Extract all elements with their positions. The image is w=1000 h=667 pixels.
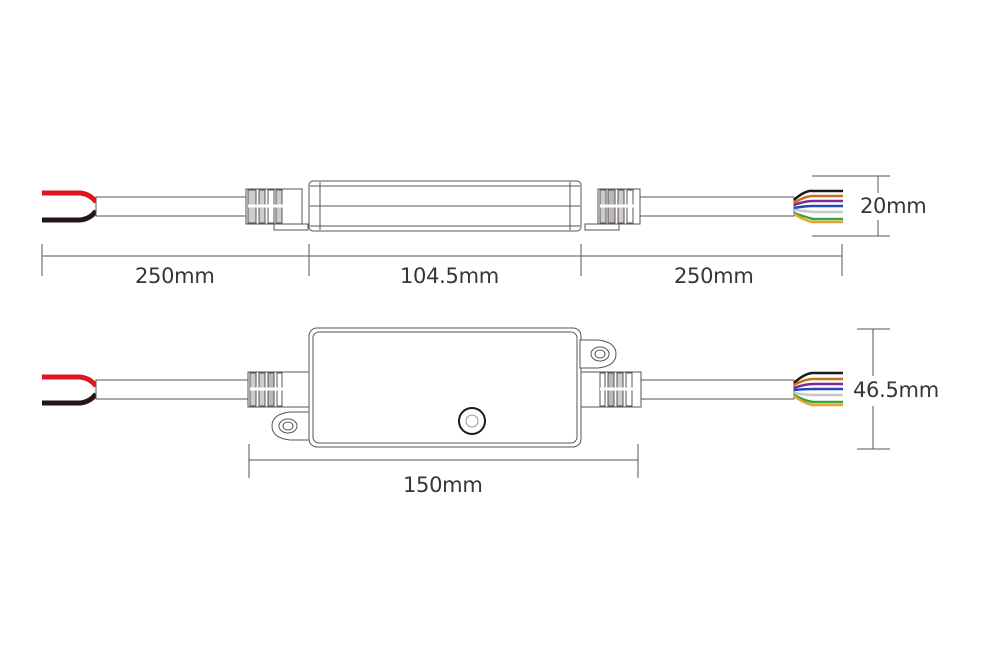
input-wires — [42, 190, 98, 223]
left-connector — [245, 188, 309, 231]
controller-body-top — [308, 180, 582, 232]
label-top-height: 20mm — [860, 194, 927, 218]
label-left-cable-length: 250mm — [135, 264, 215, 288]
length-dimension-front — [248, 444, 639, 478]
push-button — [458, 407, 486, 435]
left-mounting-ear — [271, 411, 313, 441]
output-wires — [793, 189, 843, 224]
top-view — [41, 175, 890, 276]
output-wires-front — [793, 371, 843, 407]
left-cable — [95, 196, 247, 217]
right-mounting-ear — [579, 339, 617, 369]
right-connector — [584, 188, 641, 231]
label-right-cable-length: 250mm — [674, 264, 754, 288]
left-cable-front — [95, 379, 249, 400]
height-dimension-46-5mm — [857, 328, 890, 450]
label-front-height: 46.5mm — [853, 378, 939, 402]
label-overall-length: 150mm — [403, 473, 483, 497]
right-cable — [639, 196, 795, 217]
right-cable-front — [640, 379, 795, 400]
right-connector-front — [580, 371, 642, 408]
height-dimension-20mm — [812, 175, 890, 237]
left-connector-front — [247, 371, 311, 408]
input-wires-front — [42, 374, 98, 406]
length-dimension-top — [41, 244, 843, 276]
controller-body-front — [308, 327, 582, 448]
front-view — [42, 327, 890, 478]
label-body-length: 104.5mm — [400, 264, 499, 288]
